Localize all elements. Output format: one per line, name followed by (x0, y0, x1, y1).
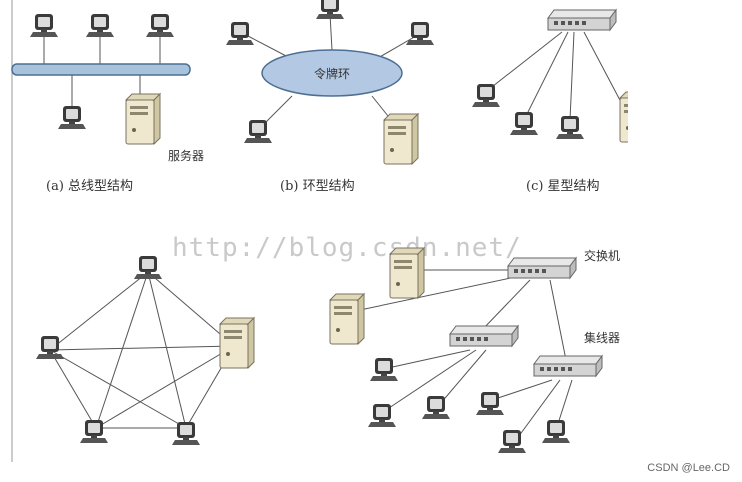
computer-icon (498, 430, 526, 453)
server-icon (219, 317, 255, 369)
crop-mask (630, 200, 742, 462)
server-icon (389, 247, 425, 299)
mesh-topology (36, 256, 255, 445)
server-label: 服务器 (168, 148, 204, 163)
hub-icon (449, 325, 519, 347)
computer-icon (370, 358, 398, 381)
ring-topology: 令牌环 (b) 环型结构 (226, 0, 434, 194)
switch-label: 交换机 (584, 248, 620, 263)
bus-caption: (a) 总线型结构 (46, 179, 133, 194)
computer-icon (134, 256, 162, 279)
computer-icon (406, 22, 434, 45)
bus-topology: 服务器 (a) 总线型结构 (11, 14, 204, 194)
computer-icon (226, 22, 254, 45)
computer-icon (146, 14, 174, 37)
computer-icon (542, 420, 570, 443)
switch-icon (547, 9, 617, 31)
computer-icon (244, 120, 272, 143)
ring-caption: (b) 环型结构 (280, 179, 355, 194)
token-ring-label: 令牌环 (314, 66, 350, 81)
star-topology: (c) 星型结构 (472, 0, 742, 200)
source-credit: CSDN @Lee.CD (647, 462, 730, 474)
computer-icon (472, 84, 500, 107)
star-caption: (c) 星型结构 (526, 179, 600, 194)
watermark: http://blog.csdn.net/ (172, 233, 522, 263)
computer-icon (422, 396, 450, 419)
computer-icon (172, 422, 200, 445)
computer-icon (30, 14, 58, 37)
server-icon (329, 293, 365, 345)
computer-icon (368, 404, 396, 427)
server-icon (125, 93, 161, 145)
computer-icon (36, 336, 64, 359)
computer-icon (86, 14, 114, 37)
tree-topology: 交换机 集线器 (329, 247, 620, 453)
bus-bar (11, 63, 191, 76)
token-ring (261, 49, 403, 97)
switch-icon (507, 257, 577, 279)
computer-icon (476, 392, 504, 415)
crop-mask (628, 0, 742, 200)
hub-label: 集线器 (584, 330, 620, 345)
computer-icon (316, 0, 344, 19)
computer-icon (510, 112, 538, 135)
hub-icon (533, 355, 603, 377)
server-icon (383, 113, 419, 165)
computer-icon (58, 106, 86, 129)
computer-icon (556, 116, 584, 139)
